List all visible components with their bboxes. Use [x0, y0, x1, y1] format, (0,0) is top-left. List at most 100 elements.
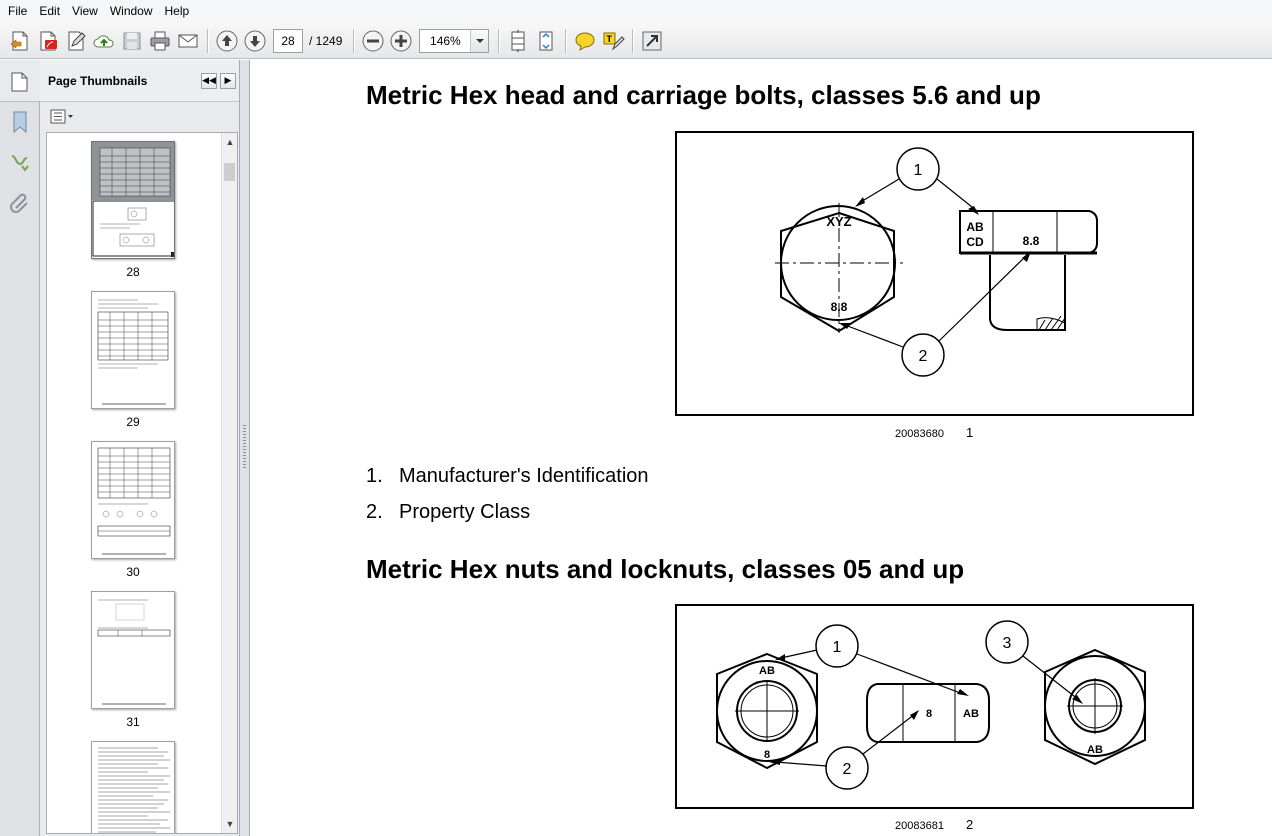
list-number: 2.: [366, 501, 383, 523]
menu-bar: File Edit View Window Help: [0, 0, 1272, 23]
signatures-nav-button[interactable]: [0, 142, 40, 182]
attachments-nav-button[interactable]: [0, 182, 40, 222]
scroll-up-arrow[interactable]: ▲: [222, 133, 237, 151]
zoom-select[interactable]: [419, 28, 490, 53]
full-screen-button[interactable]: [638, 27, 666, 55]
thumbnail-page-30[interactable]: [91, 441, 175, 559]
toolbar-separator: [565, 28, 567, 53]
fit-page-button[interactable]: [532, 27, 560, 55]
head-class-text: 8.8: [831, 300, 848, 314]
thumbnail-list[interactable]: 28 29: [46, 132, 238, 834]
arrow-down-circle-icon: [244, 30, 266, 51]
save-button[interactable]: [118, 27, 146, 55]
menu-view[interactable]: View: [72, 4, 98, 18]
minus-circle-icon: [362, 30, 384, 51]
list-item: 1. Manufacturer's Identification: [366, 465, 649, 488]
options-list-icon: [50, 109, 73, 124]
document-view[interactable]: Metric Hex head and carriage bolts, clas…: [251, 60, 1272, 836]
bookmarks-nav-button[interactable]: [0, 102, 40, 142]
comment-button[interactable]: [571, 27, 599, 55]
pages-icon: [11, 72, 28, 91]
thumbnail-page-28[interactable]: [91, 141, 175, 259]
section-heading-nuts: Metric Hex nuts and locknuts, classes 05…: [366, 554, 965, 584]
callout-2: 2: [843, 761, 852, 778]
zoom-input[interactable]: [420, 29, 471, 52]
bookmark-icon: [13, 111, 27, 134]
cloud-upload-icon: [93, 34, 114, 47]
navigation-rail: [0, 60, 40, 836]
toolbar-separator: [498, 28, 500, 53]
panel-tools: [40, 102, 239, 132]
highlight-text-button[interactable]: T: [599, 27, 627, 55]
menu-file[interactable]: File: [8, 4, 28, 18]
zoom-dropdown-button[interactable]: [470, 29, 489, 52]
thumbnail-item[interactable]: 28: [91, 141, 175, 279]
callout-1: 1: [914, 162, 923, 179]
create-pdf-icon: [10, 31, 28, 50]
thumbnail-item[interactable]: 30: [91, 441, 175, 579]
figure-bolts: XYZ 8.8 AB CD 8.8 1 2: [675, 131, 1194, 416]
collapse-panel-button[interactable]: ◀◀: [201, 72, 217, 89]
nut2-class-text: 8: [926, 708, 932, 720]
thumbnail-preview: [98, 747, 170, 833]
upload-button[interactable]: [90, 27, 118, 55]
list-number: 1.: [366, 465, 383, 487]
arrow-up-circle-icon: [216, 30, 238, 51]
print-button[interactable]: [146, 27, 174, 55]
figure-id: 20083680: [895, 428, 944, 440]
zoom-in-button[interactable]: [387, 27, 415, 55]
figure-caption-1: 20083680 1: [895, 425, 973, 440]
signature-icon: [11, 155, 29, 172]
figure-id: 20083681: [895, 820, 944, 832]
email-button[interactable]: [174, 27, 202, 55]
toolbar-separator: [207, 28, 208, 53]
double-chevron-left-icon: ◀◀: [202, 75, 216, 85]
scrollbar-thumb[interactable]: [224, 163, 235, 181]
edit-document-icon: [68, 31, 86, 50]
thumbnail-page-31[interactable]: [91, 591, 175, 709]
callout-2: 2: [919, 348, 928, 365]
zoom-out-button[interactable]: [359, 27, 387, 55]
chevron-right-icon: ▶: [224, 75, 232, 85]
menu-edit[interactable]: Edit: [39, 4, 61, 18]
scroll-down-arrow[interactable]: ▼: [222, 815, 237, 833]
list-text: Manufacturer's Identification: [399, 465, 649, 487]
list-text: Property Class: [399, 501, 531, 523]
thumbnail-preview: [92, 142, 174, 257]
previous-page-button[interactable]: [213, 27, 241, 55]
thumbnail-page-29[interactable]: [91, 291, 175, 409]
toolbar: / 1249 T: [0, 23, 1272, 59]
edit-button[interactable]: [62, 27, 90, 55]
thumbnail-item[interactable]: 29: [91, 291, 175, 429]
paperclip-icon: [10, 193, 28, 213]
scroll-page-icon: [511, 29, 525, 52]
thumbnail-item[interactable]: 31: [91, 591, 175, 729]
envelope-icon: [178, 34, 198, 47]
toolbar-separator: [632, 28, 634, 53]
export-pdf-button[interactable]: [34, 27, 62, 55]
thumbnail-page-32[interactable]: [91, 741, 175, 833]
page-number-input[interactable]: [273, 28, 303, 53]
figure-number: 1: [965, 425, 974, 440]
splitter-grip[interactable]: [243, 425, 246, 469]
scrolling-mode-button[interactable]: [504, 27, 532, 55]
thumbnail-item[interactable]: [91, 741, 175, 833]
plus-circle-icon: [390, 30, 412, 51]
thumbnail-label: 30: [126, 565, 140, 579]
nut-diagram: AB 8 8 AB AB 1 2: [716, 620, 1146, 790]
panel-menu-button[interactable]: ▶: [220, 72, 236, 89]
thumbnail-preview: [97, 599, 171, 705]
svg-text:T: T: [607, 34, 613, 44]
menu-window[interactable]: Window: [109, 4, 153, 18]
thumbnail-scrollbar[interactable]: ▲ ▼: [221, 133, 237, 833]
thumbnail-label: 28: [126, 265, 140, 279]
thumbnail-options-button[interactable]: [50, 108, 74, 126]
nut2-mfr-text: AB: [963, 708, 979, 720]
pages-nav-button[interactable]: [0, 60, 40, 102]
create-pdf-button[interactable]: [6, 27, 34, 55]
next-page-button[interactable]: [241, 27, 269, 55]
panel-splitter[interactable]: [240, 60, 250, 836]
menu-help[interactable]: Help: [164, 4, 190, 18]
highlighter-icon: T: [603, 32, 626, 50]
